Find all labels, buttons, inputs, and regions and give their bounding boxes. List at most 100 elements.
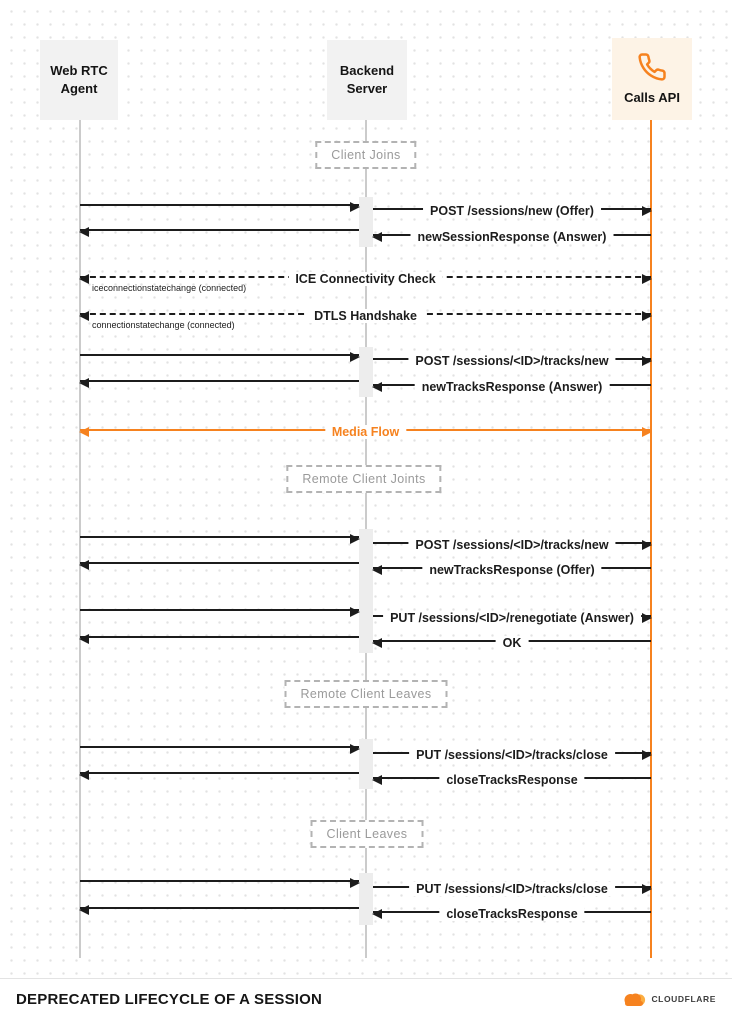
msg-arrow-backend-to-client [79,634,359,644]
msg-arrow-client-to-backend [80,202,360,212]
arrowhead-left [79,227,89,237]
group-remote-client-leaves: Remote Client Leaves [284,680,448,708]
msg-arrow-new-tracks-response: newTracksResponse (Answer) [372,380,651,394]
actor-webrtc-agent-label-line2: Agent [60,81,98,96]
arrowhead-right [642,356,652,366]
cloudflare-cloud-icon [624,993,646,1006]
msg-arrow-backend-to-client [79,770,359,780]
message-note: iceconnectionstatechange (connected) [92,283,247,293]
msg-arrow-put-tracks-close: PUT /sessions/<ID>/tracks/close [373,882,652,896]
msg-arrow-ok: OK [372,636,651,650]
message-note: connectionstatechange (connected) [92,320,235,330]
actor-backend-server: Backend Server [327,40,407,120]
activation-bar [359,739,373,789]
arrowhead-right [642,613,652,623]
arrowhead-left [79,560,89,570]
actor-backend-server-label-line1: Backend [339,63,395,79]
message-label: newTracksResponse (Answer) [414,380,610,394]
message-label: POST /sessions/<ID>/tracks/new [408,538,616,552]
msg-arrow-client-to-backend [80,352,360,362]
activation-bar [359,347,373,397]
message-label: Media Flow [324,425,407,439]
message-label: newSessionResponse (Answer) [410,230,614,244]
message-label: POST /sessions/new (Offer) [423,204,601,218]
actor-webrtc-agent: Web RTC Agent [40,40,118,120]
msg-arrow-post-tracks-new: POST /sessions/<ID>/tracks/new [373,538,652,552]
footer-bar: DEPRECATED LIFECYCLE OF A SESSION CLOUDF… [0,978,732,1019]
activation-bar [359,873,373,925]
msg-arrow-new-tracks-response: newTracksResponse (Offer) [372,563,651,577]
msg-arrow-put-tracks-close: PUT /sessions/<ID>/tracks/close [373,748,652,762]
group-client-leaves: Client Leaves [310,820,424,848]
phone-icon [637,52,667,82]
arrowhead-right [350,352,360,362]
cloudflare-brand-label: CLOUDFLARE [651,994,716,1004]
page-title: DEPRECATED LIFECYCLE OF A SESSION [16,990,323,1008]
msg-arrow-backend-to-client [79,378,359,388]
message-label: PUT /sessions/<ID>/renegotiate (Answer) [383,611,641,625]
msg-arrow-ice-connectivity-check: ICE Connectivity Check iceconnectionstat… [79,272,652,293]
arrowhead-right [642,427,652,437]
msg-arrow-media-flow: Media Flow [79,425,652,439]
msg-arrow-put-renegotiate: PUT /sessions/<ID>/renegotiate (Answer) [373,611,652,625]
lifeline-webrtc-agent [79,120,81,958]
arrowhead-right [642,274,652,284]
arrowhead-right [642,540,652,550]
msg-arrow-client-to-backend [80,534,360,544]
arrowhead-left [79,311,89,321]
arrowhead-right [350,607,360,617]
msg-arrow-close-tracks-response: closeTracksResponse [372,907,651,921]
msg-arrow-post-tracks-new: POST /sessions/<ID>/tracks/new [373,354,652,368]
arrowhead-right [350,878,360,888]
arrowhead-left [372,775,382,785]
msg-arrow-client-to-backend [80,878,360,888]
actor-backend-server-label-line2: Server [346,81,388,96]
group-remote-client-joins: Remote Client Joints [286,465,442,493]
arrowhead-right [350,202,360,212]
message-label: closeTracksResponse [439,773,585,787]
msg-arrow-dtls-handshake: DTLS Handshake connectionstatechange (co… [79,309,652,330]
message-label: closeTracksResponse [439,907,585,921]
arrowhead-left [79,905,89,915]
message-label: POST /sessions/<ID>/tracks/new [408,354,616,368]
arrowhead-left [79,378,89,388]
arrowhead-left [372,565,382,575]
message-label: newTracksResponse (Offer) [422,563,602,577]
arrowhead-right [642,750,652,760]
arrowhead-left [372,638,382,648]
arrowhead-right [642,884,652,894]
msg-arrow-client-to-backend [80,607,360,617]
arrowhead-right [350,744,360,754]
group-client-leaves-label: Client Leaves [326,827,408,841]
arrowhead-left [372,909,382,919]
msg-arrow-backend-to-client [79,560,359,570]
arrowhead-left [372,382,382,392]
group-client-joins: Client Joins [315,141,417,169]
cloudflare-brand: CLOUDFLARE [623,993,716,1006]
message-label: PUT /sessions/<ID>/tracks/close [409,748,615,762]
arrowhead-left [79,770,89,780]
actor-calls-api: Calls API [612,38,692,120]
arrowhead-right [642,311,652,321]
group-remote-client-leaves-label: Remote Client Leaves [300,687,432,701]
message-label: OK [495,636,529,650]
msg-arrow-close-tracks-response: closeTracksResponse [372,773,651,787]
msg-arrow-new-session-response: newSessionResponse (Answer) [372,230,651,244]
arrowhead-right [350,534,360,544]
arrowhead-left [372,232,382,242]
msg-arrow-client-to-backend [80,744,360,754]
actor-webrtc-agent-label-line1: Web RTC [50,63,108,79]
message-label: DTLS Handshake [307,309,424,323]
arrowhead-left [79,427,89,437]
lifeline-calls-api [650,120,652,958]
group-remote-client-joins-label: Remote Client Joints [302,472,426,486]
activation-bar [359,197,373,247]
message-label: PUT /sessions/<ID>/tracks/close [409,882,615,896]
msg-arrow-backend-to-client [79,227,359,237]
activation-bar [359,529,373,653]
msg-arrow-backend-to-client [79,905,359,915]
arrowhead-left [79,274,89,284]
msg-arrow-post-sessions-new: POST /sessions/new (Offer) [373,204,652,218]
arrowhead-left [79,634,89,644]
